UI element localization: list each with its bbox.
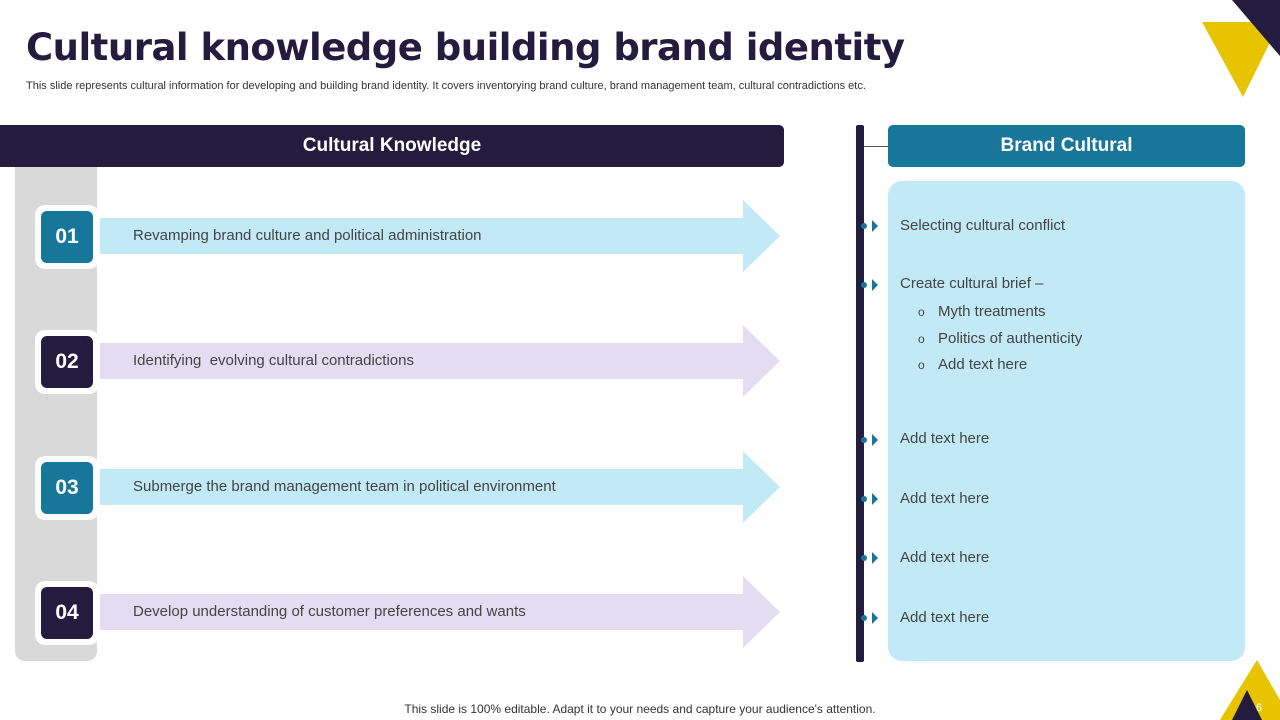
page-title: Cultural knowledge building brand identi… (26, 26, 905, 69)
corner-decoration-bottom (1220, 660, 1280, 720)
step-text: Develop understanding of customer prefer… (133, 603, 526, 620)
circle-bullet-icon: o (918, 358, 925, 372)
step-text: Revamping brand culture and political ad… (133, 227, 482, 244)
arrow-shape (100, 325, 780, 397)
brand-item: Add text here (900, 609, 990, 626)
brand-cultural-header: Brand Cultural (888, 125, 1245, 167)
step-number-box: 03 (35, 456, 99, 520)
bullet-arrow-icon (861, 434, 878, 446)
brand-item: Create cultural brief – (900, 275, 1044, 292)
bullet-arrow-icon (861, 552, 878, 564)
sub-item-text: Myth treatments (938, 303, 1046, 320)
step-number-box: 02 (35, 330, 99, 394)
step-3: 03 Submerge the brand management team in… (0, 451, 790, 525)
brand-item: Add text here (900, 490, 990, 507)
step-4: 04 Develop understanding of customer pre… (0, 576, 790, 650)
bullet-arrow-icon (861, 279, 878, 291)
step-number: 04 (41, 587, 93, 639)
bullet-arrow-icon (861, 493, 878, 505)
step-number: 03 (41, 462, 93, 514)
circle-bullet-icon: o (918, 332, 925, 346)
step-text: Identifying evolving cultural contradict… (133, 352, 414, 369)
bullet-arrow-icon (861, 612, 878, 624)
brand-item: Selecting cultural conflict (900, 217, 1066, 234)
arrow-shape (100, 576, 780, 648)
step-number: 02 (41, 336, 93, 388)
arrow-shape (100, 200, 780, 272)
sub-item-text: Politics of authenticity (938, 330, 1083, 347)
sub-item: o Add text here (918, 356, 1027, 373)
brand-item: Add text here (900, 549, 990, 566)
step-text: Submerge the brand management team in po… (133, 478, 556, 495)
arrow-shape (100, 451, 780, 523)
step-number-box: 01 (35, 205, 99, 269)
footer-note: This slide is 100% editable. Adapt it to… (404, 702, 876, 716)
corner-decoration-top (1202, 0, 1280, 97)
brand-item: Add text here (900, 430, 990, 447)
timeline-line (856, 125, 864, 662)
page-subtitle: This slide represents cultural informati… (26, 80, 866, 92)
header-connector (864, 146, 888, 147)
step-2: 02 Identifying evolving cultural contrad… (0, 325, 790, 399)
page-number: 6 (1255, 702, 1263, 714)
sub-item: o Myth treatments (918, 303, 1046, 320)
step-number: 01 (41, 211, 93, 263)
cultural-knowledge-header: Cultural Knowledge (0, 125, 784, 167)
step-1: 01 Revamping brand culture and political… (0, 200, 790, 274)
sub-item: o Politics of authenticity (918, 330, 1082, 347)
step-number-box: 04 (35, 581, 99, 645)
circle-bullet-icon: o (918, 305, 925, 319)
bullet-arrow-icon (861, 220, 878, 232)
brand-cultural-panel (888, 181, 1245, 661)
sub-item-text: Add text here (938, 356, 1028, 373)
